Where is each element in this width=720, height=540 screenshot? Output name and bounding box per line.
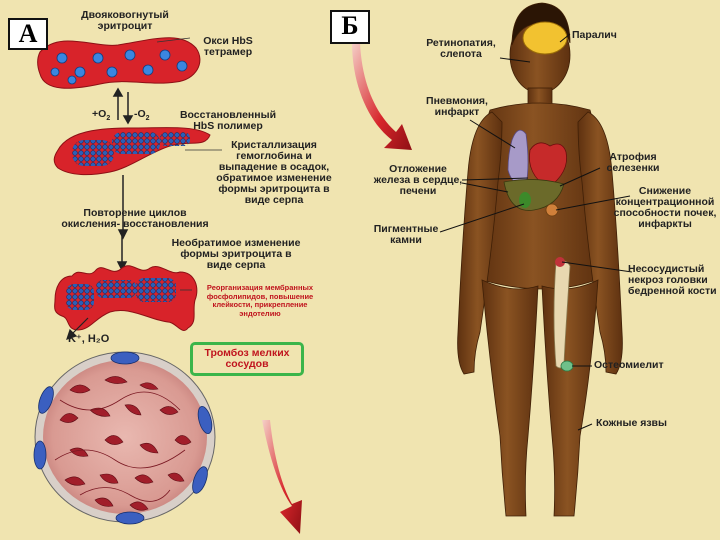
brain-icon [523,22,567,54]
panel-a-label: А [8,18,48,50]
label-irreversible: Необратимое изменение формы эритроцита в… [166,238,306,271]
label-biconcave: Двояковогнутый эритроцит [60,10,190,32]
osteomyelitis-icon [561,361,573,371]
curved-arrow-upper [352,42,412,150]
label-osteomyelitis: Остеомиелит [594,360,664,371]
label-skin-ulcers: Кожные язвы [596,418,667,429]
label-retinopathy: Ретинопатия, слепота [418,38,504,60]
label-thrombosis: Тромбоз мелких сосудов [190,342,304,376]
label-pigment-stones: Пигментные камни [366,224,446,246]
vessel-cross-section [34,352,215,524]
label-crystallization: Кристаллизация гемоглобина и выпадение в… [212,140,336,206]
label-iron-deposition: Отложение железа в сердце, печени [368,164,468,197]
label-necrosis: Несосудистый некроз головки бедренной ко… [628,264,720,297]
label-minus-o2: -O2 [134,98,150,124]
label-kidney: Снижение концентрационной способности по… [612,186,718,230]
curved-arrow-lower [262,420,302,534]
gallbladder-icon [519,192,531,208]
label-spleen-atrophy: Атрофия селезенки [598,152,668,174]
panel-b-label: Б [330,10,370,44]
label-membrane: Реорганизация мембранных фосфолипидов, п… [190,284,330,318]
label-reduced-hbs: Восстановленный HbS полимер [168,110,288,132]
label-plus-o2: +O2 [92,98,110,124]
label-ions: K⁺, H₂O [68,334,109,345]
label-oxy-hbs: Окси HbS тетрамер [188,36,268,58]
label-paralysis: Паралич [572,30,617,41]
label-pneumonia: Пневмония, инфаркт [414,96,500,118]
label-repeat-cycles: Повторение циклов окисления- восстановле… [40,208,230,230]
human-figure [458,3,623,516]
o2-exchange-arrows [114,89,132,123]
